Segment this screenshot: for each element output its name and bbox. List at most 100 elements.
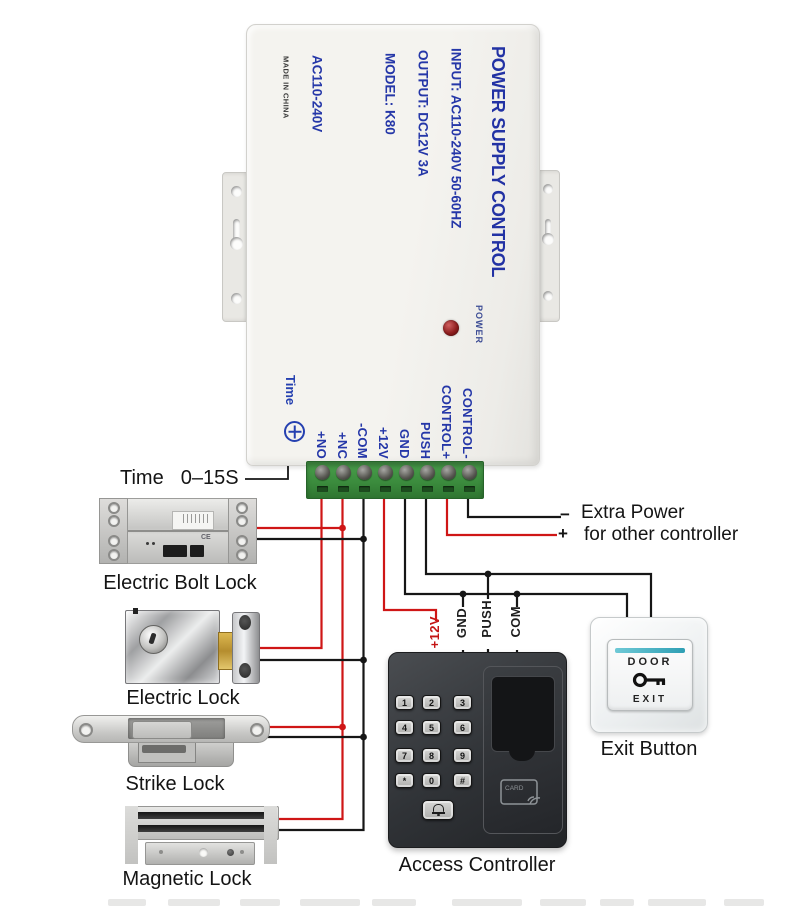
armature-dot [159, 850, 163, 854]
keypad-key-4: 4 [395, 720, 414, 735]
terminal-wire-slot [359, 486, 370, 492]
keypad-key-0: 0 [422, 773, 441, 788]
time-label: Time [283, 375, 298, 406]
bolt-lock-label: Electric Bolt Lock [103, 572, 257, 594]
keypad-key-1: 1 [395, 695, 414, 710]
mounting-hole [231, 186, 242, 197]
wire-12v-to-controller [382, 497, 438, 657]
indicator-dot [152, 542, 155, 545]
psu-mounting-ear-left [222, 172, 250, 322]
magnetic-lock-label: Magnetic Lock [122, 868, 252, 890]
lock-pin [133, 608, 138, 614]
faceplate-screw-hole [79, 723, 93, 737]
terminal-wire-slot [443, 486, 454, 492]
wire-nc-main [277, 497, 344, 821]
extra-power-line1: Extra Power [581, 502, 685, 523]
card-icon-text: CARD [505, 785, 524, 792]
armature-center-hole [199, 848, 208, 857]
card-reader-icon: CARD [500, 779, 541, 805]
cropped-next-row-thumbnail [168, 899, 220, 906]
electric-lock-body [125, 610, 220, 684]
terminal-screw [440, 465, 456, 480]
fingerprint-window [491, 676, 555, 752]
strike-keeper [132, 721, 192, 739]
exit-button-label: Exit Button [600, 738, 698, 760]
terminal-wire-slot [317, 486, 328, 492]
terminal-screw [398, 465, 414, 480]
mounting-hole [231, 293, 242, 304]
terminal-block [306, 461, 484, 499]
wire-com-main [277, 497, 365, 832]
bracket-hole [236, 502, 248, 514]
keypad-key-#: # [453, 773, 472, 788]
key-icon [632, 672, 666, 688]
terminal-wire-slot [464, 486, 475, 492]
time-note-value: 0–15S [180, 467, 239, 489]
mounting-slot [545, 219, 551, 239]
extra-power-line2: for other controller [584, 524, 739, 545]
extra-power-minus-sign: − [560, 505, 570, 524]
terminal-wire-slot [380, 486, 391, 492]
maglock-end-cap [125, 806, 138, 864]
terminal-label-12v: +12V [376, 427, 391, 459]
terminal-wire-slot [401, 486, 412, 492]
terminal-screw [419, 465, 435, 480]
terminal-screw [377, 465, 393, 480]
mounting-slot [233, 219, 240, 243]
bell-icon-lip [431, 811, 445, 814]
fingerprint-notch [509, 750, 535, 761]
cropped-next-row-thumbnail [540, 899, 586, 906]
bolt-lock-seam [100, 530, 256, 532]
keypad-key-6: 6 [453, 720, 472, 735]
label-sticker [190, 545, 204, 557]
black-junction-dots [360, 535, 521, 741]
wire-controlminus-to-extra-power [466, 497, 561, 519]
cropped-next-row-thumbnail [108, 899, 146, 906]
time-note-label: Time [120, 467, 164, 489]
strike-lock-label: Strike Lock [125, 773, 225, 795]
exit-door-text: DOOR [627, 656, 673, 668]
armature-dot [240, 850, 244, 854]
indicator-dot [146, 542, 149, 545]
power-led [443, 320, 459, 336]
terminal-label-no: +NO [314, 431, 329, 459]
strike-body-slot [142, 745, 186, 753]
keypad-key-5: 5 [422, 720, 441, 735]
time-range-note: Time 0–15S [120, 467, 239, 490]
bracket-hole [108, 515, 120, 527]
terminal-label-push: PUSH [418, 421, 433, 459]
terminal-label-nc: +NC [335, 431, 350, 459]
terminal-label-control: CONTROL- [460, 388, 475, 459]
lock-cylinder [139, 625, 168, 654]
bracket-hole [236, 549, 248, 561]
maglock-stripe [138, 825, 264, 832]
keypad-key-2: 2 [422, 695, 441, 710]
faceplate-screw-hole [250, 723, 264, 737]
armature-screw [227, 849, 234, 856]
cropped-next-row-thumbnail [648, 899, 706, 906]
electric-bolt-lock-image: CE [99, 498, 257, 564]
maglock-bar [125, 806, 279, 840]
electric-lock-image [125, 608, 260, 685]
mounting-keyhole [542, 233, 554, 245]
keypad-key-3: 3 [453, 695, 472, 710]
keypad-key-8: 8 [422, 748, 441, 763]
bell-icon [432, 803, 444, 812]
psu-input-spec: INPUT: AC110-240V 50-60HZ [448, 48, 464, 229]
terminal-screw [461, 465, 477, 480]
bracket-hole [108, 535, 120, 547]
psu-title: POWER SUPPLY CONTROL [488, 46, 508, 278]
cropped-next-row-thumbnail [240, 899, 280, 906]
bracket-hole [108, 549, 120, 561]
mounting-hole [543, 184, 553, 194]
psu-voltage-rating: AC110-240V [309, 55, 325, 133]
bracket-hole [236, 515, 248, 527]
wire-no-to-electric-lock [258, 497, 323, 650]
cropped-thumbnails-band [0, 897, 800, 907]
terminal-label-gnd: GND [397, 429, 412, 459]
cropped-next-row-thumbnail [452, 899, 522, 906]
spec-sticker [172, 511, 214, 530]
time-pointer-line [245, 462, 289, 480]
